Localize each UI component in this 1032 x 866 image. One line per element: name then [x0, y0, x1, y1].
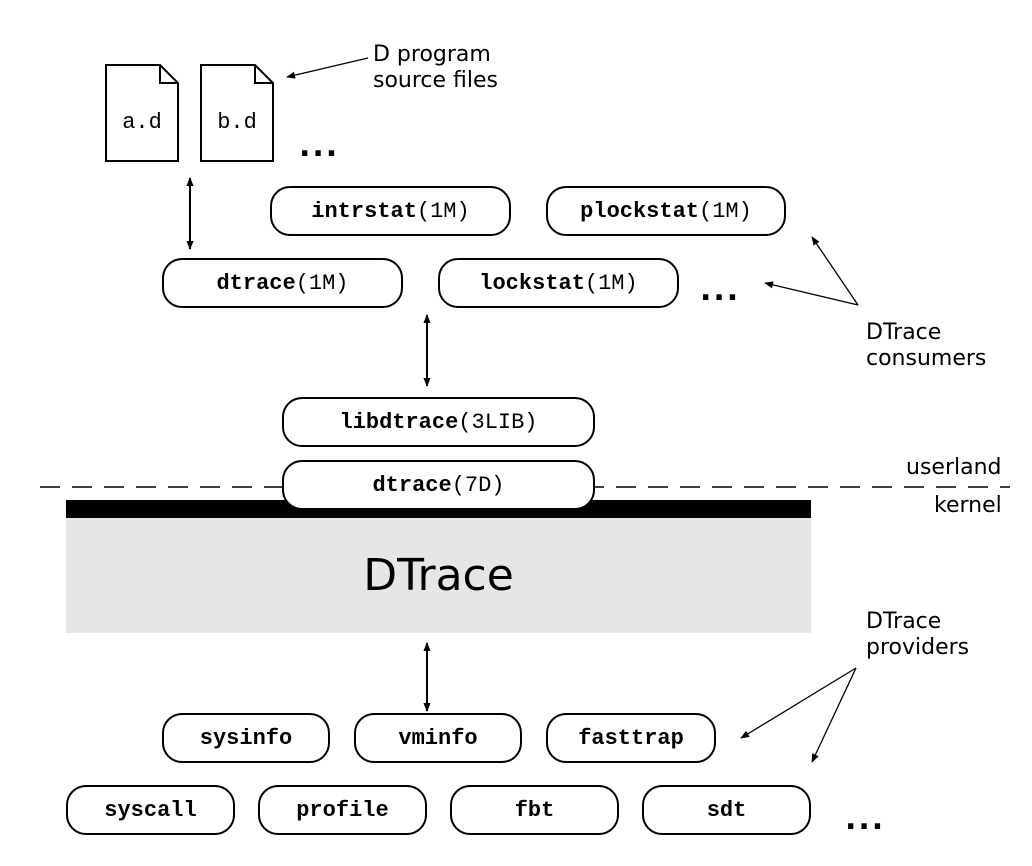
document-icon — [105, 64, 179, 162]
consumer-name: lockstat — [479, 270, 585, 296]
provider-fbt: fbt — [450, 785, 619, 835]
provider-name: fbt — [514, 797, 555, 823]
source-file-name: a.d — [122, 110, 162, 135]
more-files-ellipsis: ... — [299, 129, 340, 164]
consumer-section: (1M) — [416, 198, 470, 224]
driver-name: dtrace — [372, 472, 452, 498]
provider-name: sysinfo — [199, 725, 293, 751]
consumer-section: (1M) — [295, 270, 349, 296]
source-file-a: a.d — [105, 64, 179, 162]
dtrace-driver: dtrace(7D) — [282, 460, 595, 510]
library-section: (3LIB) — [458, 409, 538, 435]
consumers-pointer-upper — [811, 236, 859, 306]
kernel-label: kernel — [934, 493, 1002, 518]
providers-pointer-down — [811, 667, 857, 763]
document-icon — [200, 64, 274, 162]
dtrace-framework: DTrace — [66, 518, 811, 633]
provider-name: syscall — [104, 797, 197, 823]
consumer-lockstat: lockstat(1M) — [438, 258, 679, 308]
providers-pointer-left — [740, 667, 857, 739]
userland-label: userland — [906, 455, 1002, 480]
more-consumers-ellipsis: ... — [700, 273, 741, 308]
consumer-name: intrstat — [311, 198, 417, 224]
provider-profile: profile — [258, 785, 427, 835]
source-files-pointer — [286, 57, 369, 79]
consumer-intrstat: intrstat(1M) — [270, 186, 511, 236]
consumer-name: plockstat — [580, 198, 699, 224]
more-providers-ellipsis: ... — [845, 802, 886, 837]
library-name: libdtrace — [339, 409, 459, 435]
source-file-b: b.d — [200, 64, 274, 162]
consumers-pointer-lower — [764, 281, 859, 306]
consumer-section: (1M) — [699, 198, 752, 224]
source-file-name: b.d — [217, 110, 257, 135]
source-files-annotation: D program source files — [373, 42, 499, 93]
provider-vminfo: vminfo — [354, 713, 522, 763]
provider-sysinfo: sysinfo — [162, 713, 330, 763]
consumer-dtrace: dtrace(1M) — [162, 258, 403, 308]
consumer-section: (1M) — [584, 270, 638, 296]
consumer-name: dtrace — [216, 270, 296, 296]
provider-name: fasttrap — [578, 725, 684, 751]
consumer-plockstat: plockstat(1M) — [546, 186, 786, 236]
libdtrace-library: libdtrace(3LIB) — [282, 397, 595, 447]
provider-name: profile — [296, 797, 389, 823]
driver-section: (7D) — [451, 472, 505, 498]
providers-annotation: DTrace providers — [866, 609, 970, 660]
provider-syscall: syscall — [66, 785, 235, 835]
provider-name: vminfo — [398, 725, 478, 751]
provider-name: sdt — [706, 797, 747, 823]
consumers-annotation: DTrace consumers — [866, 320, 987, 371]
provider-sdt: sdt — [642, 785, 811, 835]
provider-fasttrap: fasttrap — [546, 713, 716, 763]
